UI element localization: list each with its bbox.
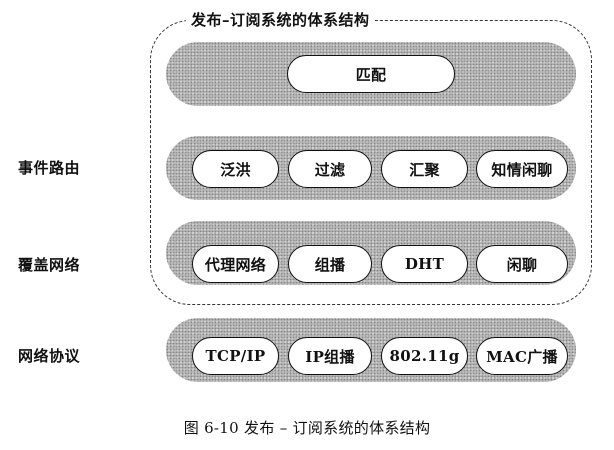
node-matching: 匹配 [287, 55, 455, 93]
node-mac-broadcast: MAC广播 [476, 337, 568, 375]
layer-label-overlay-network: 覆盖网络 [18, 256, 81, 274]
frame-title: 发布–订阅系统的体系结构 [186, 10, 375, 30]
node-informed-gossip: 知情闲聊 [476, 150, 568, 188]
node-multicast: 组播 [288, 245, 372, 283]
node-gossip: 闲聊 [476, 245, 568, 283]
node-dht: DHT [381, 245, 468, 283]
node-filtering: 过滤 [288, 150, 372, 188]
node-tcp-ip: TCP/IP [192, 337, 279, 375]
node-802-11g: 802.11g [381, 337, 468, 375]
node-flooding: 泛洪 [192, 150, 279, 188]
node-rendezvous: 汇聚 [381, 150, 468, 188]
figure-caption: 图 6-10 发布 – 订阅系统的体系结构 [183, 419, 431, 437]
layer-label-network-protocols: 网络协议 [18, 347, 81, 365]
layer-matching [166, 42, 576, 106]
layer-label-event-routing: 事件路由 [18, 159, 81, 177]
node-broker-network: 代理网络 [192, 245, 279, 283]
node-ip-multicast: IP组播 [288, 337, 372, 375]
